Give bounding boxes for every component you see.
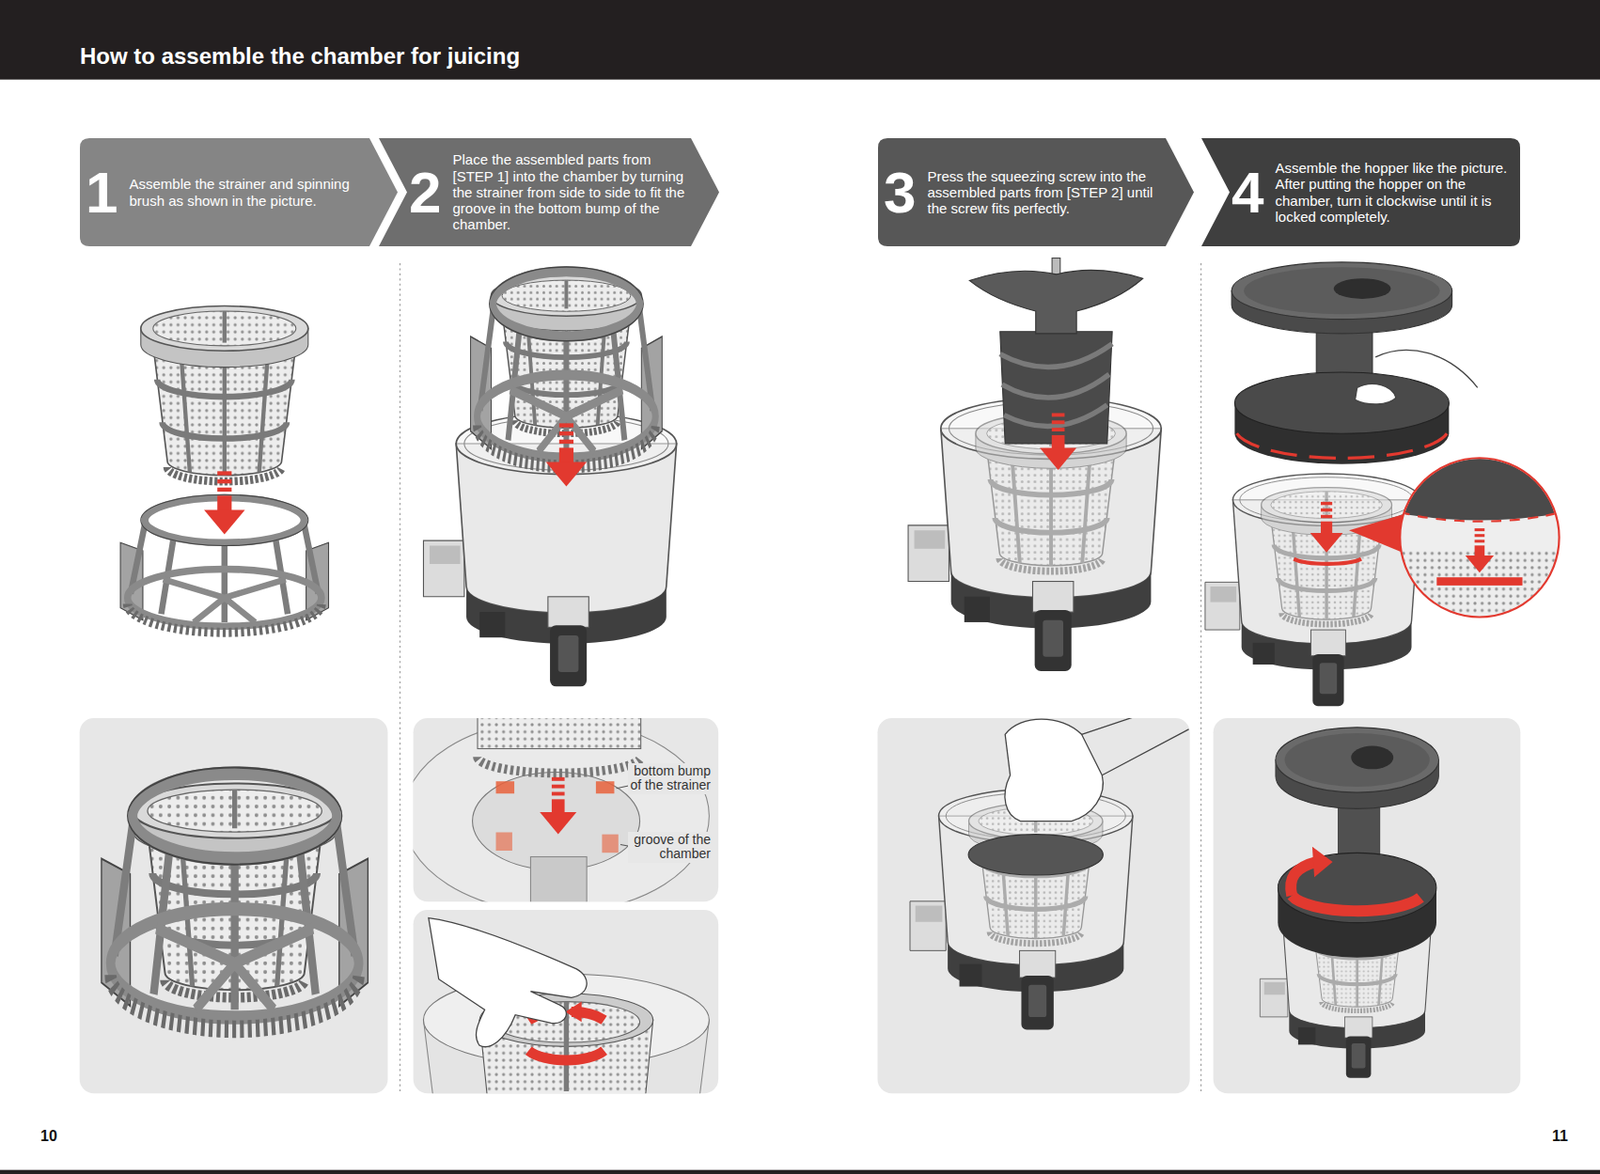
locking-hopper <box>1275 727 1439 958</box>
page-frame <box>1200 263 1202 1092</box>
assembled-strainer <box>101 768 368 1030</box>
banner-content: 3Press the squeezing screw into the asse… <box>878 138 1194 247</box>
step-number: 4 <box>1231 163 1264 222</box>
hopper-onto-chamber <box>1237 433 1448 458</box>
pressing-screw <box>968 834 1103 876</box>
page-title: How to assemble the chamber for juicing <box>79 43 520 71</box>
locking-hopper <box>1259 727 1439 1079</box>
step-instruction: Press the squeezing screw into the assem… <box>926 168 1162 218</box>
groove-closeup <box>472 771 641 870</box>
strainer-and-brush <box>120 306 329 633</box>
banner-content: 2Place the assembled parts from [STEP 1]… <box>378 138 720 247</box>
part-label: groove of the chamber <box>627 831 713 863</box>
groove-closeup <box>539 777 577 835</box>
page-frame <box>0 1170 1600 1174</box>
hopper-onto-chamber <box>1205 473 1421 706</box>
turning-closeup <box>423 918 709 1095</box>
banner-content: 4Assemble the hopper like the picture. A… <box>1201 138 1521 247</box>
page-frame <box>399 263 401 1092</box>
step-number: 3 <box>883 163 916 222</box>
locking-hopper <box>1312 847 1334 879</box>
turning-closeup <box>428 918 587 1048</box>
turning-closeup <box>564 1002 581 1023</box>
groove-closeup <box>477 756 642 773</box>
step-instruction: Place the assembled parts from [STEP 1] … <box>452 151 688 233</box>
page-frame <box>79 718 389 1094</box>
step-banner: 2Place the assembled parts from [STEP 1]… <box>378 138 720 247</box>
groove-closeup <box>530 857 587 903</box>
groove-closeup <box>601 834 618 854</box>
assembled-strainer <box>101 768 368 1030</box>
strainer-into-chamber <box>546 423 587 487</box>
locking-hopper <box>1291 895 1421 911</box>
groove-closeup <box>477 718 642 750</box>
step-instruction: Assemble the strainer and spinning brush… <box>128 175 366 209</box>
hopper-onto-chamber <box>1261 487 1393 626</box>
hopper-onto-chamber <box>1465 528 1494 573</box>
pressing-screw <box>1004 719 1103 822</box>
hopper-onto-chamber <box>1436 577 1522 586</box>
strainer-and-brush <box>141 306 309 483</box>
groove-closeup <box>413 718 710 902</box>
pressing-screw <box>909 718 1190 1030</box>
hopper-onto-chamber <box>1293 559 1362 565</box>
step-number: 1 <box>85 163 118 222</box>
strainer-into-chamber <box>470 266 663 467</box>
step-banner: 4Assemble the hopper like the picture. A… <box>1201 138 1521 247</box>
page-number: 11 <box>1530 1128 1569 1146</box>
pressing-screw <box>1082 718 1190 776</box>
page-frame <box>1213 718 1522 1094</box>
screw-into-chamber <box>908 258 1161 672</box>
chevron-outline <box>878 138 1194 247</box>
groove-closeup <box>596 781 615 794</box>
strainer-and-brush <box>203 470 245 534</box>
chevron-outline <box>1201 138 1521 247</box>
hopper-onto-chamber <box>1205 262 1600 706</box>
locking-hopper <box>1290 862 1317 896</box>
hopper-onto-chamber <box>1399 457 1559 617</box>
hopper-onto-chamber <box>1399 512 1562 522</box>
step-banner: 1 Assemble the strainer and spinning brus… <box>79 138 398 247</box>
hopper-onto-chamber <box>1354 349 1477 405</box>
chevron-outline <box>378 138 720 247</box>
step-instruction: Assemble the hopper like the picture. Af… <box>1274 159 1509 225</box>
pressing-screw <box>909 788 1133 1030</box>
step-number: 2 <box>408 163 441 222</box>
page-frame <box>877 718 1190 1094</box>
pressing-screw <box>969 802 1103 943</box>
banner-content: 1 Assemble the strainer and spinning brus… <box>79 138 398 247</box>
hopper-onto-chamber <box>1336 439 1600 623</box>
strainer-into-chamber <box>423 266 676 687</box>
page-number: 10 <box>40 1128 79 1146</box>
groove-closeup <box>496 781 516 794</box>
screw-into-chamber <box>1039 412 1077 471</box>
turning-closeup <box>528 1050 604 1061</box>
part-label: bottom bump of the strainer <box>627 763 713 795</box>
hopper-onto-chamber <box>1310 501 1344 553</box>
hopper-onto-chamber <box>1336 439 1600 521</box>
step-banner: 3Press the squeezing screw into the asse… <box>878 138 1194 247</box>
groove-closeup <box>496 831 513 851</box>
page-frame <box>0 0 1600 80</box>
chevron-outline <box>79 138 398 247</box>
